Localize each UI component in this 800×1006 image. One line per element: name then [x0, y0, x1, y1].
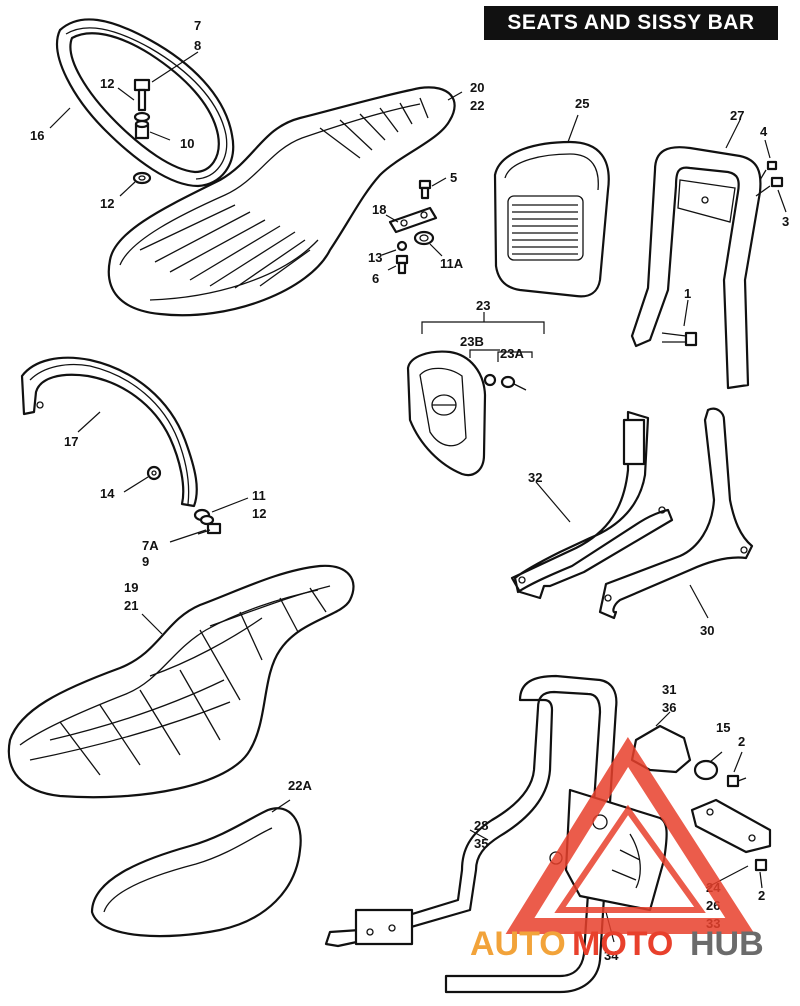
part-1-bolt: [661, 331, 698, 347]
part-3-screw: [755, 176, 784, 197]
label-9: 9: [142, 554, 149, 569]
part-23A-screw: [500, 375, 527, 391]
label-8: 8: [194, 38, 201, 53]
label-7A: 7A: [142, 538, 159, 553]
part-30-side-plate: [598, 407, 754, 620]
label-3: 3: [782, 214, 789, 229]
part-4-screw: [759, 160, 778, 181]
part-27-upright: [630, 146, 762, 390]
label-22A: 22A: [288, 778, 312, 793]
label-21: 21: [124, 598, 138, 613]
part-5-screw: [418, 179, 432, 200]
label-12-upper: 12: [100, 76, 114, 91]
part-23-backrest-pad: [406, 350, 487, 477]
label-19: 19: [124, 580, 138, 595]
label-27: 27: [730, 108, 744, 123]
part-11-12-washer: [193, 508, 215, 526]
label-5: 5: [450, 170, 457, 185]
label-10: 10: [180, 136, 194, 151]
diagram-title: SEATS AND SISSY BAR: [484, 6, 778, 40]
label-14: 14: [100, 486, 115, 501]
label-6: 6: [372, 271, 379, 286]
part-18-bracket: [388, 206, 438, 234]
label-25: 25: [575, 96, 589, 111]
watermark-moto: MOTO: [572, 925, 673, 963]
part-14-nut: [146, 465, 162, 481]
label-34: 34: [604, 948, 619, 963]
label-32: 32: [528, 470, 542, 485]
part-12-washer: [133, 111, 151, 123]
watermark-auto: AUTO: [470, 925, 566, 963]
label-28: 28: [474, 818, 488, 833]
part-13-washer: [396, 240, 408, 252]
label-30: 30: [700, 623, 714, 638]
part-17-fender-strap: [20, 356, 198, 508]
part-23B-spacer: [483, 373, 497, 387]
label-13: 13: [368, 250, 382, 265]
label-17: 17: [64, 434, 78, 449]
label-12-fender: 12: [252, 506, 266, 521]
part-6-screw: [395, 254, 409, 275]
label-31: 31: [662, 682, 676, 697]
label-11: 11: [252, 488, 266, 503]
label-15: 15: [716, 720, 730, 735]
label-20: 20: [470, 80, 484, 95]
label-7: 7: [194, 18, 201, 33]
label-1: 1: [684, 286, 691, 301]
label-23B: 23B: [460, 334, 484, 349]
part-20-22-seat: [107, 86, 456, 317]
watermark-logo: [505, 737, 755, 934]
part-22A-solo-seat: [90, 807, 302, 938]
label-11A: 11A: [440, 256, 464, 271]
part-11A-nut: [413, 230, 435, 246]
part-15-washer: [693, 759, 719, 781]
part-19-21-seat: [7, 564, 355, 799]
part-25-backrest-pad: [493, 140, 610, 298]
label-18: 18: [372, 202, 386, 217]
label-12-lower: 12: [100, 196, 114, 211]
part-24-26-33-bracket: [690, 798, 772, 854]
label-22: 22: [470, 98, 484, 113]
label-23A: 23A: [500, 346, 524, 361]
part-7A-9-bolt: [197, 522, 222, 535]
label-23: 23: [476, 298, 490, 313]
part-2-screw-lower: [754, 858, 768, 872]
label-2-lower: 2: [758, 888, 765, 903]
label-2-upper: 2: [738, 734, 745, 749]
part-32-side-plate: [510, 410, 674, 600]
part-7-8-bolt: [133, 78, 151, 112]
watermark-hub: HUB: [690, 925, 764, 963]
part-12-lower-washer: [132, 171, 152, 185]
label-16: 16: [30, 128, 44, 143]
label-36: 36: [662, 700, 676, 715]
label-35: 35: [474, 836, 488, 851]
part-10-spacer: [134, 119, 150, 140]
label-4: 4: [760, 124, 768, 139]
part-2-screw-upper: [726, 774, 747, 788]
